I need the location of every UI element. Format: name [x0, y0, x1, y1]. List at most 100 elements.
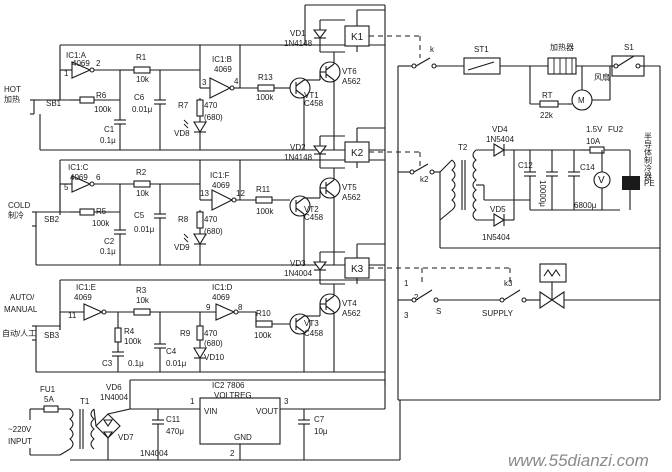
r5-value: 100k: [92, 219, 110, 228]
manual-label-cn: 自动/人工: [2, 328, 36, 338]
pin-2: 2: [96, 59, 101, 68]
sb2-pushbutton[interactable]: [32, 211, 37, 227]
c1-value: 0.1μ: [100, 136, 116, 145]
ic2-vout: VOUT: [256, 407, 278, 416]
c14-capacitor: [568, 150, 580, 210]
pin-11: 11: [68, 311, 77, 320]
pin-8: 8: [238, 303, 243, 312]
pe-label: PE: [644, 179, 655, 188]
c2-capacitor: [114, 229, 126, 265]
vt3-transistor-icon: [289, 313, 311, 335]
input-label: INPUT: [8, 437, 32, 446]
vt4-label: VT4: [342, 299, 357, 308]
k3-label: K3: [351, 264, 364, 275]
sb1-pushbutton[interactable]: [30, 99, 40, 115]
r10-resistor: [255, 320, 273, 328]
c5-value: 0.01μ: [134, 225, 155, 234]
vd2-diode-icon: [312, 136, 328, 168]
vd4-diode-icon: [493, 143, 506, 157]
r11-value: 100k: [256, 207, 274, 216]
vd3-label: VD3: [290, 259, 306, 268]
c6-capacitor: [154, 99, 166, 150]
vt6-transistor-icon: [319, 61, 341, 83]
contact-1-label: 1: [404, 279, 409, 288]
c4-label: C4: [166, 347, 177, 356]
r3-resistor: [133, 308, 151, 316]
ic1d-label: IC1:D: [212, 283, 233, 292]
vt6-label: VT6: [342, 67, 357, 76]
vt1-part: C458: [304, 99, 324, 108]
vd8-label: VD8: [174, 129, 190, 138]
s-label: S: [436, 307, 441, 316]
rt-label: RT: [542, 91, 553, 100]
bridge-rectifier-icon: [95, 413, 121, 439]
ic2-pin2: 2: [230, 449, 235, 458]
ic2-label: IC2 7806: [212, 381, 245, 390]
pin-13: 13: [200, 189, 209, 198]
fan-motor-label: M: [578, 96, 585, 105]
fu2-label: FU2: [608, 125, 624, 134]
auto-manual-channel: AUTO/ MANUAL 自动/人工 SB3 IC1:E 4069 11 R4 …: [2, 243, 385, 373]
ic1b-inverter-icon: [209, 77, 232, 99]
ic1c-part: 4069: [70, 173, 88, 182]
c3-label: C3: [102, 359, 113, 368]
vd1-diode-icon: [312, 20, 328, 52]
c7-value: 10μ: [314, 427, 328, 436]
pin-6: 6: [96, 173, 101, 182]
c3-capacitor: [112, 351, 124, 372]
c5-label: C5: [134, 211, 145, 220]
k1-label: K1: [351, 32, 364, 43]
vt1-label: VT1: [304, 91, 319, 100]
peltier-element: [622, 176, 640, 190]
vd5-diode-icon: [493, 213, 506, 227]
ic1c-label: IC1:C: [68, 163, 89, 172]
r7-label: R7: [178, 101, 189, 110]
supply-label: SUPPLY: [482, 309, 514, 318]
c4-value: 0.01μ: [166, 359, 187, 368]
r3-label: R3: [136, 286, 147, 295]
k2-label: K2: [351, 148, 364, 159]
c2-label: C2: [104, 237, 115, 246]
ic1b-part: 4069: [214, 65, 232, 74]
s1-label: S1: [624, 43, 634, 52]
c5-capacitor: [154, 213, 166, 265]
c11-value: 470μ: [166, 427, 184, 436]
vt2-transistor-icon: [289, 195, 311, 217]
r13-value: 100k: [256, 93, 274, 102]
vd3-part: 1N4004: [284, 269, 313, 278]
t1-transformer-icon: [69, 408, 95, 450]
vt5-part: A562: [342, 193, 361, 202]
pin-9: 9: [206, 303, 211, 312]
r10-value: 100k: [254, 331, 272, 340]
watermark-text: www.55dianzi.com: [508, 451, 649, 470]
k2-contact-label: k2: [420, 175, 429, 184]
vt2-label: VT2: [304, 205, 319, 214]
fan-motor-icon: M: [571, 89, 593, 111]
vd7-part: 1N4004: [140, 449, 169, 458]
ic1e-inverter-icon: [83, 303, 104, 321]
vd1-part: 1N4148: [284, 39, 313, 48]
ic2-regulator: [199, 397, 281, 445]
c3-value: 0.1μ: [128, 359, 144, 368]
vt6-part: A562: [342, 77, 361, 86]
ic1b-label: IC1:B: [212, 55, 232, 64]
r8-alt-value: (680): [204, 227, 223, 236]
t1-label: T1: [80, 397, 90, 406]
r9-value: 470: [204, 329, 218, 338]
rt-resistor: [539, 100, 559, 108]
fu1-label: FU1: [40, 385, 56, 394]
hot-switch-label-cn: 加热: [4, 94, 20, 104]
contact-3-label: 3: [404, 311, 409, 320]
vt2-part: C458: [304, 213, 324, 222]
sb3-pushbutton[interactable]: [32, 325, 37, 341]
pin-1: 1: [64, 69, 69, 78]
ic2-vin: VIN: [204, 407, 218, 416]
vd6-label: VD6: [106, 383, 122, 392]
k1-contact-label: k: [430, 45, 435, 54]
c13-capacitor: [546, 150, 558, 210]
vd2-label: VD2: [290, 143, 306, 152]
r13-label: R13: [258, 73, 273, 82]
vd6-part: 1N4004: [100, 393, 129, 402]
sb2-label: SB2: [44, 215, 60, 224]
